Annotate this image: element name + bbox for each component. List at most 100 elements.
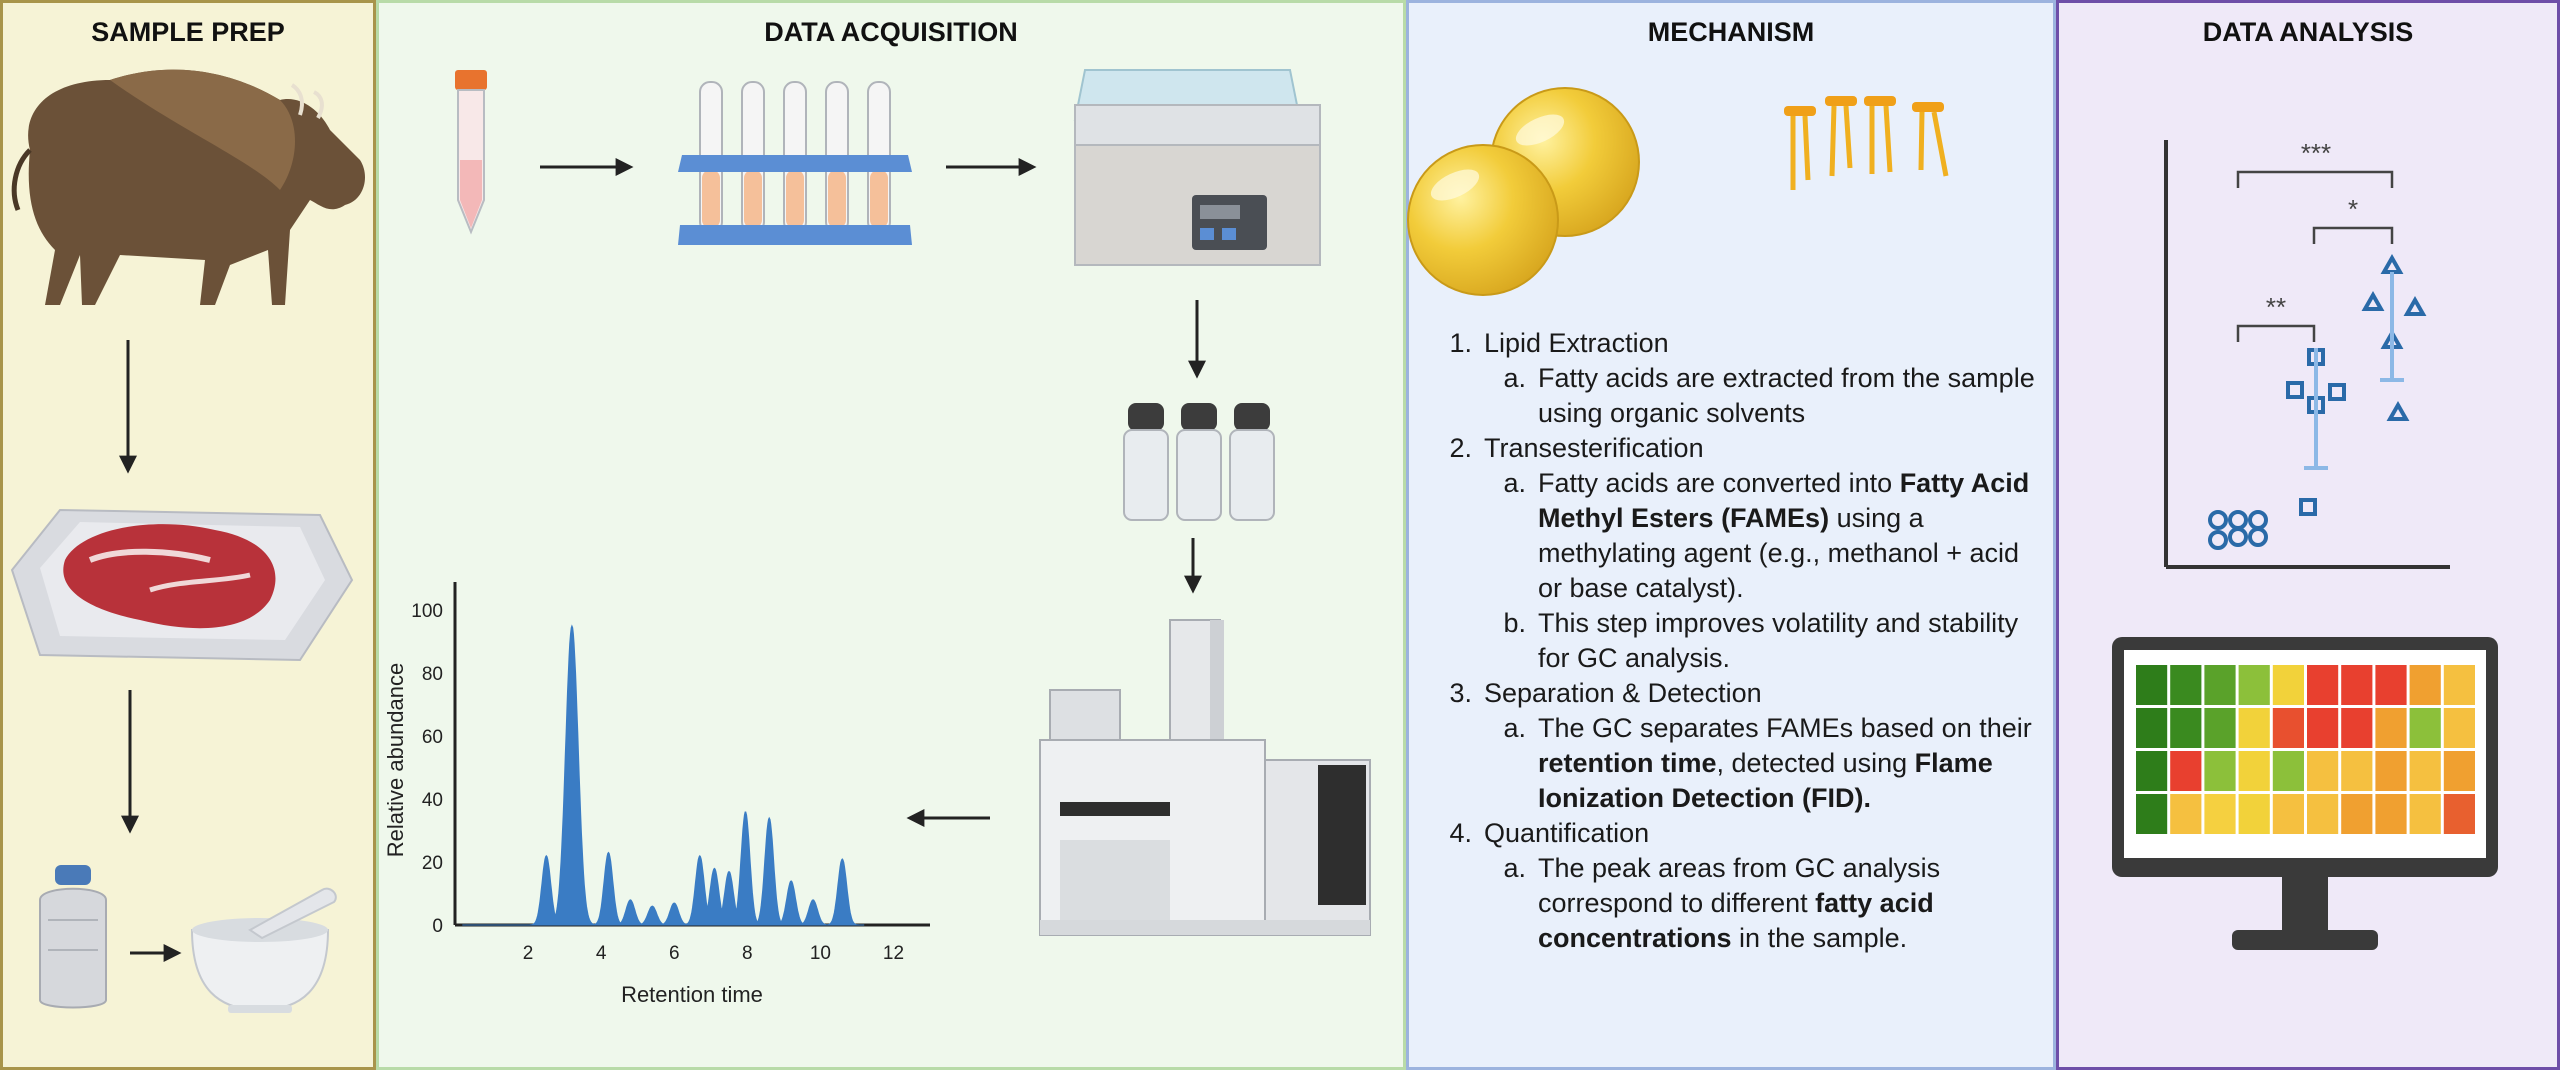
chart-y-tick-label: 20 [422, 853, 443, 874]
chart-y-label: Relative abundance [383, 663, 408, 857]
bison-icon [11, 69, 366, 305]
meat-tray-icon [10, 508, 354, 662]
heatmap-cell [2204, 708, 2236, 748]
chart-x-tick-label: 8 [742, 943, 753, 964]
chart-y-tick-label: 40 [422, 790, 443, 811]
substep-text: The GC separates FAMEs based on their re… [1538, 711, 2042, 816]
heatmap-cell [2307, 751, 2339, 791]
mechanism-title: MECHANISM [1647, 17, 1815, 47]
lipid-droplets-icon [1407, 87, 1640, 296]
data-analysis-title: DATA ANALYSIS [2202, 17, 2414, 47]
heatmap-cell [2238, 708, 2270, 748]
substep-letter: a. [1503, 853, 1526, 883]
substep-letter: a. [1503, 713, 1526, 743]
chart-y-tick-label: 60 [422, 727, 443, 748]
substep-text-part: Fatty acids are extracted from the sampl… [1538, 363, 2035, 428]
heatmap-cell [2204, 794, 2236, 834]
heatmap-cell [2341, 751, 2373, 791]
heatmap-cell [2443, 665, 2475, 705]
substep-bold-text: Fatty Acid Methyl Esters (FAMEs) [1538, 468, 2030, 533]
data-acquisition-title: DATA ACQUISITION [764, 17, 1018, 47]
substep-letter: a. [1503, 468, 1526, 498]
fatty-acid-molecules-icon [1784, 96, 1949, 190]
step-title: Quantification [1484, 818, 1650, 848]
heatmap-cell [2136, 751, 2168, 791]
heatmap-cell [2204, 665, 2236, 705]
substep-bold-text: retention time [1538, 748, 1717, 778]
heatmap-cell [2238, 794, 2270, 834]
chart-x-tick-label: 2 [523, 943, 534, 964]
heatmap-cell [2136, 708, 2168, 748]
substep-text-part: The peak areas from GC analysis correspo… [1538, 853, 1941, 918]
heatmap-cell [2272, 794, 2304, 834]
heatmap-cell [2136, 665, 2168, 705]
substep-letter: b. [1503, 608, 1526, 638]
centrifuge-tube-icon [455, 70, 487, 235]
substep-bold-text: fatty acid concentrations [1538, 888, 1934, 953]
heatmap-cell [2341, 794, 2373, 834]
mechanism-steps-list: 1. Lipid Extraction a. Fatty acids are extr… [1430, 326, 2042, 956]
significance-label-1: *** [2301, 138, 2331, 168]
heatmap-cell [2375, 665, 2407, 705]
sample-prep-title: SAMPLE PREP [91, 17, 285, 47]
heatmap-cell [2409, 794, 2441, 834]
mechanism-step: 1. Lipid Extraction [1430, 326, 2042, 361]
heatmap-cell [2136, 794, 2168, 834]
step-title: Separation & Detection [1484, 678, 1762, 708]
chart-x-tick-label: 6 [669, 943, 680, 964]
chromatogram-series [462, 624, 865, 926]
mechanism-step: 3. Separation & Detection [1430, 676, 2042, 711]
heatmap-cell [2409, 665, 2441, 705]
heatmap-cell [2307, 708, 2339, 748]
heatmap-cell [2170, 665, 2202, 705]
water-bath-icon [1073, 69, 1321, 266]
step-number: 2. [1449, 433, 1472, 463]
heatmap-cell [2443, 708, 2475, 748]
substep-text-part: in the sample. [1731, 923, 1908, 953]
mortar-pestle-icon [190, 887, 337, 1013]
dot-plot-icon: *** * ** [2164, 138, 2450, 569]
heatmap-cell [2170, 794, 2202, 834]
heatmap-cell [2204, 751, 2236, 791]
chart-x-label: Retention time [621, 982, 763, 1007]
chart-x-tick-label: 12 [883, 943, 904, 964]
heatmap-cell [2170, 751, 2202, 791]
substep-text: The peak areas from GC analysis correspo… [1538, 851, 2042, 956]
heatmap-cell [2238, 665, 2270, 705]
heatmap-cell [2238, 751, 2270, 791]
substep-letter: a. [1503, 363, 1526, 393]
substep-text-part: using a methylating agent (e.g., methano… [1538, 503, 2020, 603]
chart-y-tick-label: 80 [422, 664, 443, 685]
mechanism-substep: a. The GC separates FAMEs based on their … [1484, 711, 2042, 816]
heatmap-cell [2272, 665, 2304, 705]
significance-label-3: ** [2266, 292, 2286, 322]
substep-text: Fatty acids are extracted from the sampl… [1538, 361, 2042, 431]
mechanism-substep: b. This step improves volatility and stab… [1484, 606, 2042, 676]
step-number: 1. [1449, 328, 1472, 358]
mechanism-substep: a. Fatty acids are extracted from the sam… [1484, 361, 2042, 431]
chart-y-tick-label: 100 [411, 601, 443, 622]
chart-y-ticks: 0 20 40 60 80 100 [411, 601, 443, 937]
heatmap-cell [2341, 708, 2373, 748]
substep-bold-text: Flame Ionization Detection (FID). [1538, 748, 1993, 813]
substep-text-part: This step improves volatility and stabil… [1538, 608, 2019, 673]
substep-text-part: , detected using [1716, 748, 1915, 778]
lyophilizer-bottle-icon [39, 865, 107, 1009]
monitor-heatmap-icon [2112, 637, 2498, 950]
chart-x-tick-label: 4 [596, 943, 607, 964]
step-title: Lipid Extraction [1484, 328, 1669, 358]
heatmap-grid [2136, 665, 2475, 834]
heatmap-cell [2443, 751, 2475, 791]
test-tube-rack-icon [678, 81, 912, 245]
chart-y-tick-label: 0 [432, 916, 443, 937]
substep-text-part: The GC separates FAMEs based on their [1538, 713, 2032, 743]
heatmap-cell [2409, 751, 2441, 791]
gc-vials-icon [1123, 403, 1275, 521]
substep-text: This step improves volatility and stabil… [1538, 606, 2042, 676]
heatmap-cell [2375, 708, 2407, 748]
step-number: 3. [1449, 678, 1472, 708]
mechanism-substep: a. The peak areas from GC analysis corres… [1484, 851, 2042, 956]
